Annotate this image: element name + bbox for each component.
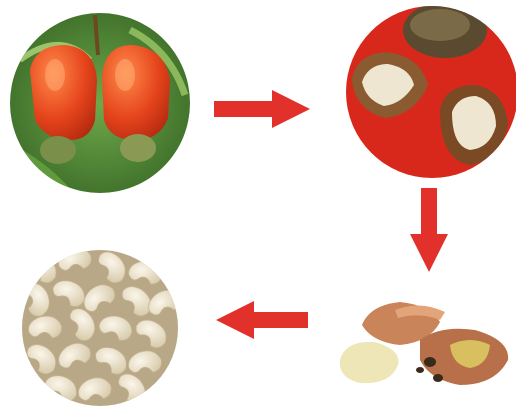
cashew-kernel-piece [340,342,399,383]
arrow-down [410,188,448,272]
cashew-nut-right [120,134,156,162]
shell-fragment-dark [433,374,443,382]
cashew-apple-left [30,45,97,140]
shell-fragment-dark [416,367,424,373]
cashew-apple-fruit-image [8,12,192,196]
arrow-left [216,301,308,339]
cracked-cashew-pieces-image [340,302,508,385]
raw-cashew-shells-image [344,2,516,180]
shell-highlight [410,9,470,41]
shell-fragment-dark [424,357,436,367]
cashew-kernels-image [18,241,185,407]
arrow-right [214,90,310,128]
cashew-nut-left [40,136,76,164]
highlight [115,59,135,91]
cashew-apple-right [102,45,170,140]
highlight [45,59,65,91]
